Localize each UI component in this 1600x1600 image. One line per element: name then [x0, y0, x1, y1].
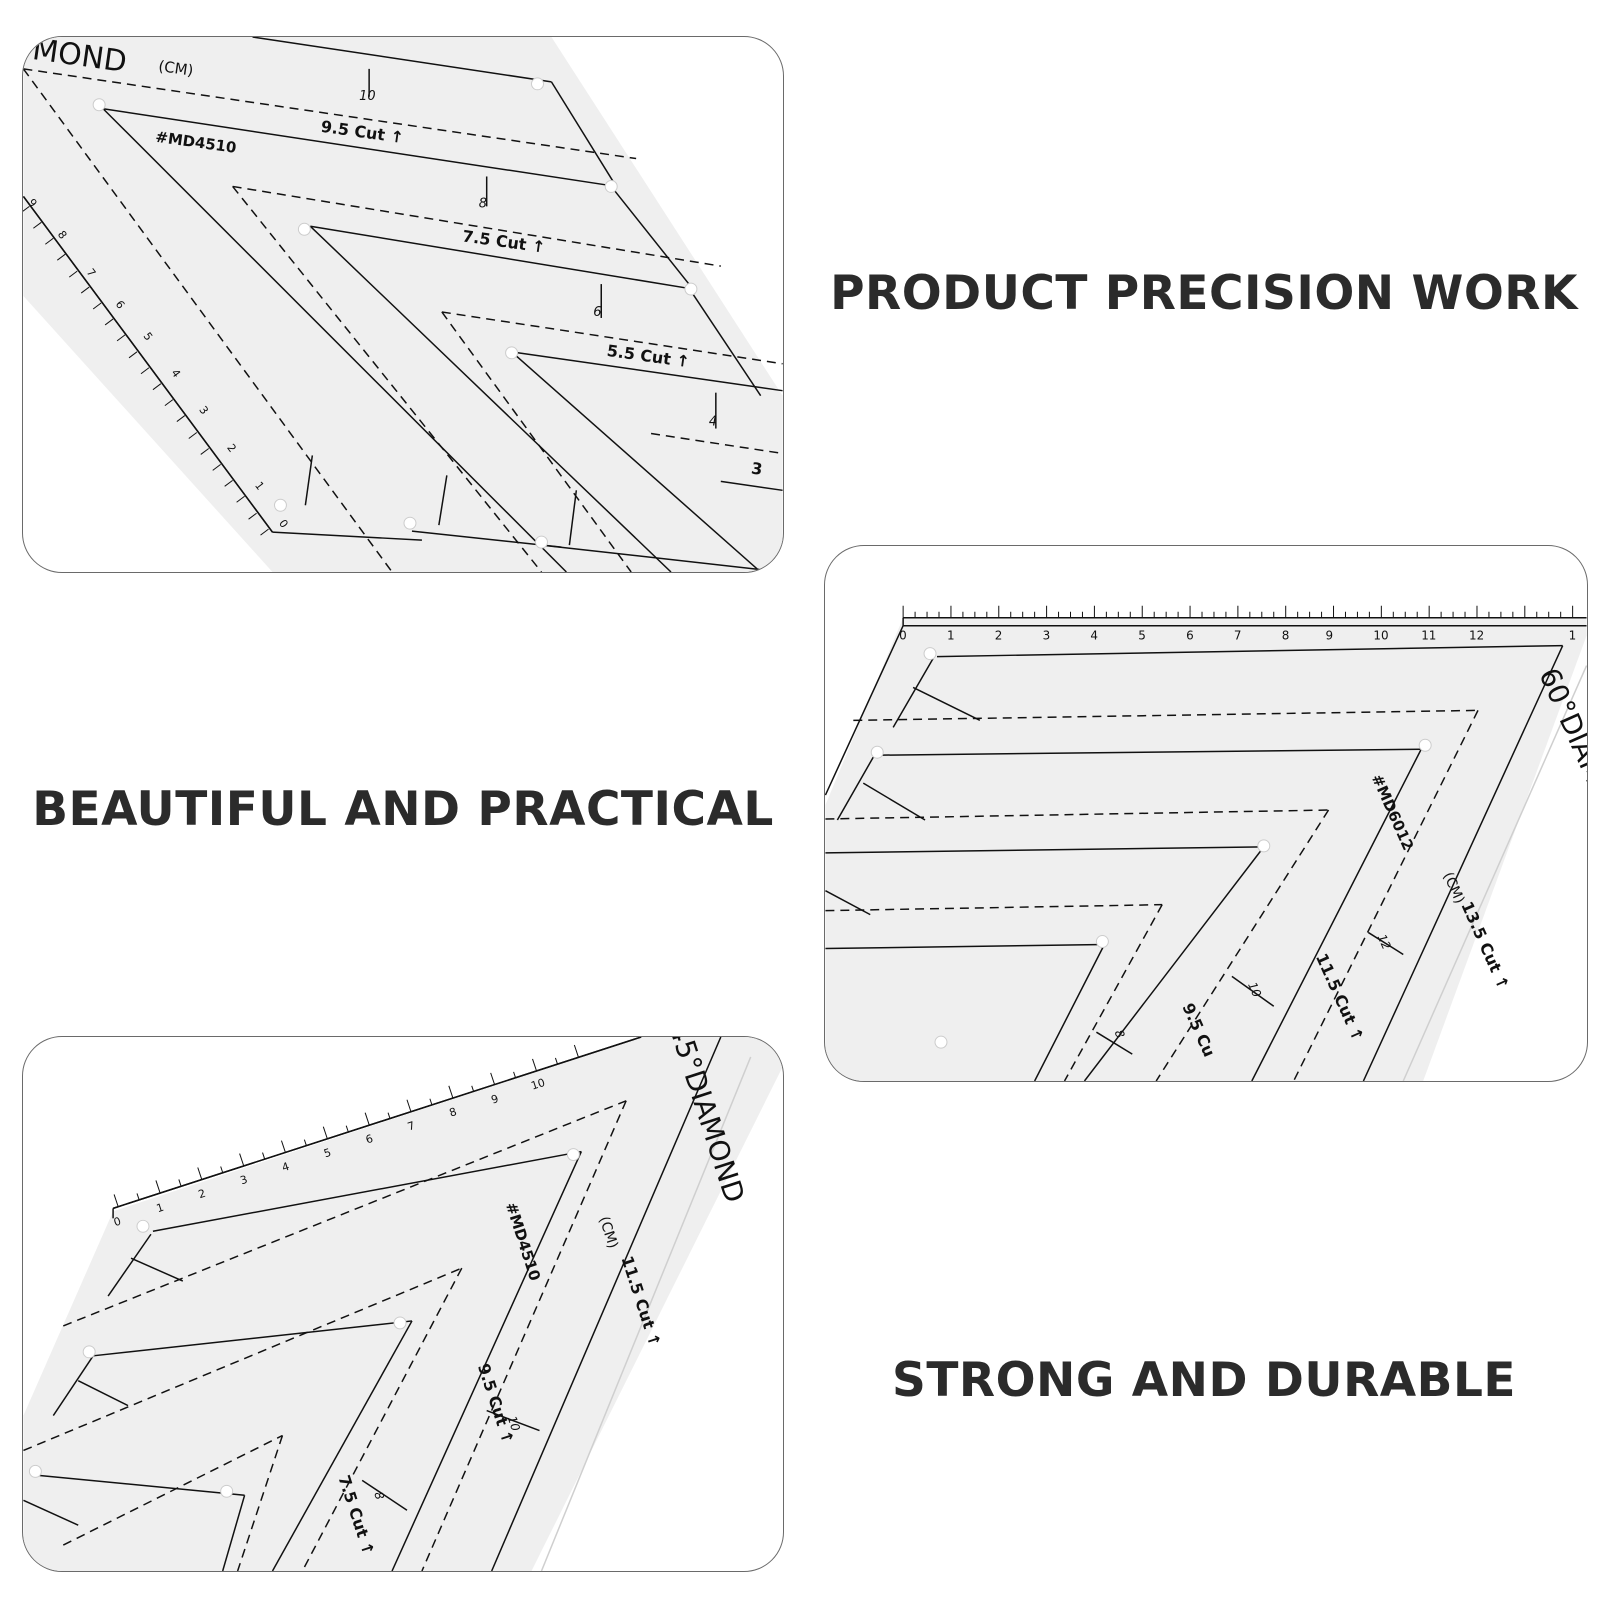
ruler-ticks: [902, 605, 1587, 619]
ruler-number: 10: [1373, 629, 1388, 643]
ruler-numbers: 0 1 2 3 4 5 6 7 8 9 10 11 12 1: [899, 629, 1576, 643]
ruler-sheet: [23, 1037, 783, 1571]
ruler-lines: [23, 37, 783, 572]
ruler-number: 8: [1282, 629, 1290, 643]
ruler-sheet: [23, 37, 783, 572]
ruler-holes: [28, 1148, 580, 1498]
ruler-number: 10: [529, 1076, 546, 1093]
ruler-45-detail: MOND (CM) #MD4510 9.5 Cut ↑ 7.5 Cut ↑ 5.…: [23, 37, 783, 572]
ruler-45-diamond-detail: 0 1 2 3 4 5 6 7 8 9 10 45°DIAMOND (CM) #…: [23, 1037, 783, 1571]
ruler-holes: [92, 77, 698, 549]
ruler-number: 9: [1326, 629, 1334, 643]
ruler-numbers: 0 1 2 3 4 5 6 7 8 9 10: [112, 1076, 547, 1229]
size-label-1: 12: [1375, 932, 1394, 952]
ruler-60-detail: 0 1 2 3 4 5 6 7 8 9 10 11 12 1 60°DIAMON…: [825, 605, 1587, 1081]
ruler-lines: [825, 617, 1587, 1081]
ruler-unit: (CM): [157, 57, 194, 80]
ruler-number: 7: [406, 1119, 417, 1134]
ruler-photo-right: 0 1 2 3 4 5 6 7 8 9 10 11 12 1 60°DIAMON…: [824, 545, 1588, 1082]
ruler-photo-top-left: MOND (CM) #MD4510 9.5 Cut ↑ 7.5 Cut ↑ 5.…: [22, 36, 784, 573]
ruler-photo-bottom-left: 0 1 2 3 4 5 6 7 8 9 10 45°DIAMOND (CM) #…: [22, 1036, 784, 1572]
ruler-number: 1: [1569, 629, 1577, 643]
size-label-2: 8: [479, 196, 487, 211]
ruler-number: 5: [322, 1146, 333, 1161]
ruler-number: 2: [197, 1187, 208, 1202]
ruler-number: 12: [1469, 629, 1484, 643]
ruler-ticks: [23, 195, 274, 536]
caption-durable: STRONG AND DURABLE: [891, 1353, 1517, 1408]
size-label-4: 4: [709, 415, 717, 430]
ruler-holes: [870, 647, 1432, 1049]
ruler-number: 9: [490, 1092, 501, 1107]
size-label-2: 8: [371, 1490, 387, 1502]
cut-label-4: 3: [750, 459, 764, 479]
ruler-number: 6: [1186, 629, 1194, 643]
caption-beautiful: BEAUTIFUL AND PRACTICAL: [32, 782, 774, 837]
ruler-lines: [23, 1037, 752, 1571]
ruler-number: 2: [995, 629, 1003, 643]
ruler-number: 11: [1421, 629, 1436, 643]
ruler-number: 3: [1043, 629, 1051, 643]
ruler-number: 1: [155, 1201, 166, 1216]
ruler-number: 4: [280, 1160, 291, 1175]
size-label-1: 10: [505, 1414, 523, 1433]
ruler-number: 0: [112, 1215, 123, 1230]
size-label-3: 6: [593, 305, 601, 320]
ruler-number: 1: [947, 629, 955, 643]
ruler-number: 0: [899, 629, 907, 643]
ruler-number: 4: [1090, 629, 1098, 643]
caption-precision: PRODUCT PRECISION WORK: [830, 266, 1578, 321]
ruler-sheet: [825, 617, 1587, 1081]
ruler-number: 6: [364, 1132, 375, 1147]
size-label-1: 10: [359, 89, 375, 104]
ruler-ticks: [112, 1037, 642, 1210]
ruler-number: 3: [239, 1173, 250, 1188]
ruler-number: 5: [1138, 629, 1146, 643]
ruler-number: 8: [448, 1105, 459, 1120]
size-label-2: 10: [1245, 980, 1264, 1000]
ruler-number: 7: [1234, 629, 1242, 643]
